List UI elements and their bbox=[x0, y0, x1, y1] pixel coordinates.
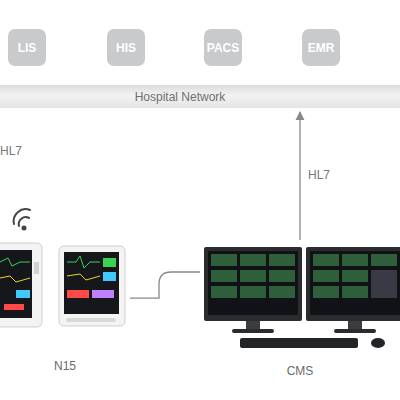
protocol-label: HL7 bbox=[0, 144, 22, 158]
protocol-label: HL7 bbox=[308, 168, 330, 182]
node-label: LIS bbox=[18, 41, 37, 55]
device-group: CMS bbox=[200, 242, 400, 380]
patient-monitor bbox=[59, 246, 125, 326]
system-box: LIS bbox=[8, 29, 46, 66]
node-label: HIS bbox=[116, 41, 136, 55]
node-label: EMR bbox=[308, 41, 335, 55]
node-label: N15 bbox=[0, 359, 130, 373]
device-group: N15 bbox=[0, 240, 130, 375]
network-band: Hospital Network bbox=[0, 85, 400, 108]
network-connector bbox=[299, 112, 300, 240]
central-station bbox=[204, 247, 400, 348]
node-label: PACS bbox=[207, 41, 239, 55]
network-connector bbox=[130, 272, 200, 298]
system-box: PACS bbox=[204, 29, 242, 66]
wifi-symbol bbox=[14, 209, 30, 229]
system-box: EMR bbox=[302, 29, 340, 66]
patient-monitor bbox=[0, 243, 42, 327]
system-box: HIS bbox=[107, 29, 145, 66]
node-label: CMS bbox=[200, 364, 400, 378]
node-label: Hospital Network bbox=[135, 90, 266, 104]
